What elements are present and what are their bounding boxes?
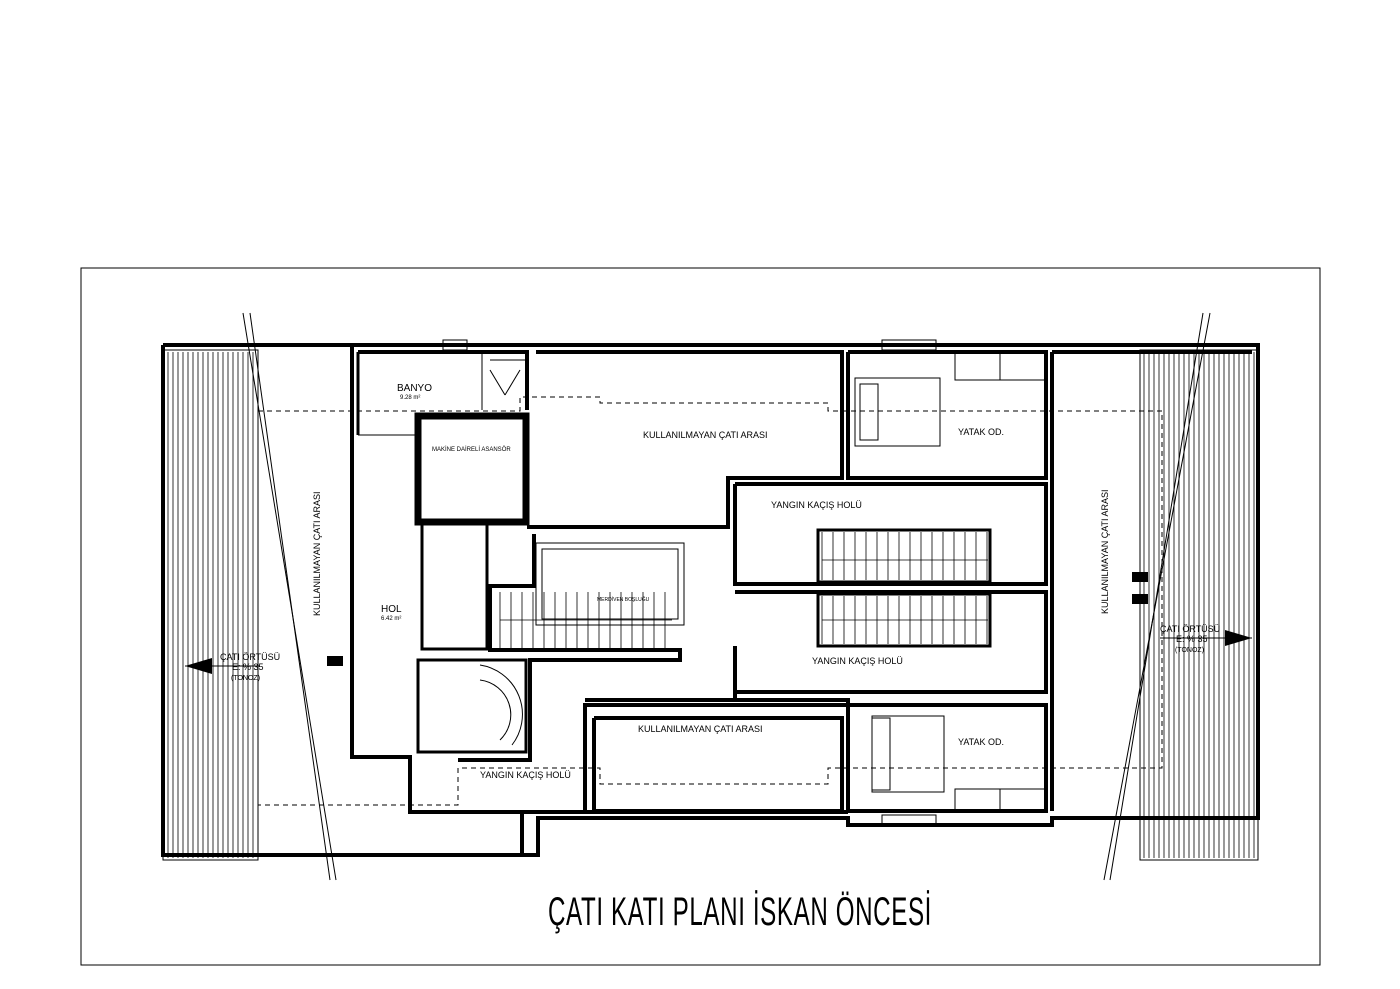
bedroom-bottom-label: YATAK OD. [958, 737, 1004, 747]
left-eave-hatch [162, 349, 259, 861]
roof-slope-line-right-2 [1103, 312, 1211, 881]
right-eave-hatch [1139, 349, 1259, 861]
attic-right-label: KULLANILMAYAN ÇATI ARASI [1100, 489, 1110, 614]
hol-label: HOL [381, 604, 402, 615]
roof-left-line1: ÇATI ÖRTÜSÜ [220, 652, 280, 662]
wardrobe-bottom [954, 788, 1046, 812]
attic-bottom-label: KULLANILMAYAN ÇATI ARASI [638, 724, 763, 734]
escape-hall-top: YANGIN KAÇIŞ HOLÜ [771, 500, 862, 510]
roof-slope-line-left-2 [249, 312, 331, 881]
hol-area: 6.42 m² [381, 616, 401, 622]
roof-left-line3: (TONOZ) [231, 675, 260, 682]
escape-hall-bottom: YANGIN KAÇIŞ HOLÜ [480, 770, 571, 780]
banyo-label: BANYO [397, 383, 432, 394]
arrow-right-icon [1160, 630, 1252, 646]
stair-shaft-label: MERDİVEN BOŞLUĞU [597, 596, 650, 603]
bed-top [854, 377, 941, 447]
roof-footprint-dashed [257, 396, 1163, 806]
bed-bottom [871, 715, 945, 793]
roof-right-line3: (TONOZ) [1175, 647, 1204, 654]
banyo-area: 9.28 m² [400, 395, 420, 401]
wardrobe-top [954, 351, 1046, 381]
outer-wall [161, 343, 1260, 857]
elevator-shaft [414, 412, 530, 526]
roof-right-line1: ÇATI ÖRTÜSÜ [1160, 624, 1220, 634]
roof-right-line2: E: % 35 [1176, 634, 1208, 644]
attic-top-label: KULLANILMAYAN ÇATI ARASI [643, 430, 768, 440]
machine-room-label: MAKİNE DAİRELİ ASANSÖR [432, 446, 511, 453]
bedroom-top-label: YATAK OD. [958, 427, 1004, 437]
arrow-left-icon [185, 658, 260, 674]
sheet-border [80, 267, 1321, 966]
roof-left-line2: E: % 35 [232, 662, 264, 672]
escape-hall-mid: YANGIN KAÇIŞ HOLÜ [812, 656, 903, 666]
drawing-title: ÇATI KATI PLANI İSKAN ÖNCESİ [548, 889, 932, 934]
attic-left-label: KULLANILMAYAN ÇATI ARASI [312, 491, 322, 616]
